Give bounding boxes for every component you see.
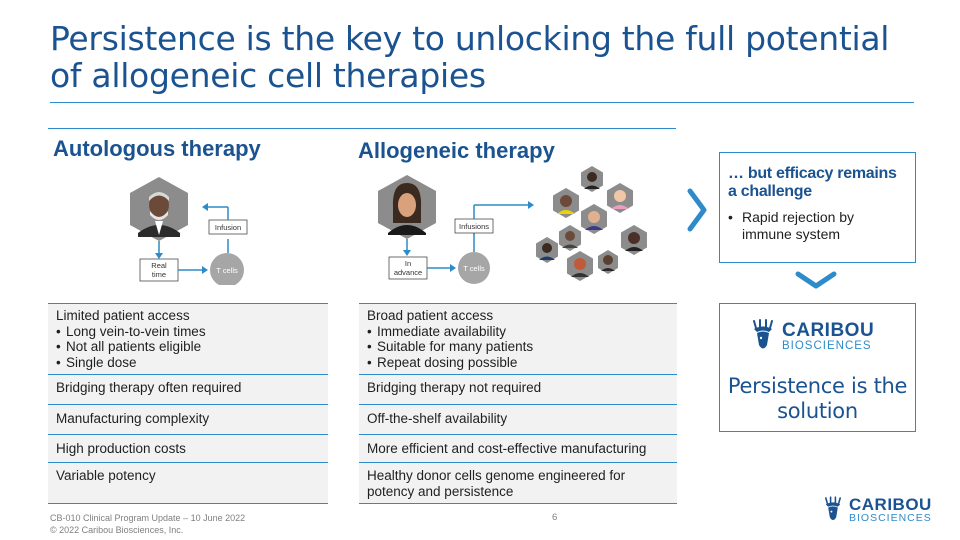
table-row: Off-the-shelf availability — [359, 404, 677, 434]
challenge-heading: … but efficacy remains a challenge — [728, 165, 897, 200]
table-row: Bridging therapy often required — [48, 374, 328, 404]
allogeneic-table: Broad patient access Immediate availabil… — [359, 303, 677, 504]
solution-box: CARIBOU BIOSCIENCES Persistence is the s… — [719, 303, 916, 432]
table-row: Variable potency — [48, 462, 328, 504]
row-main-text: Broad patient access — [367, 308, 494, 323]
row-main-text: Off-the-shelf availability — [367, 411, 508, 426]
table-row: More efficient and cost-effective manufa… — [359, 434, 677, 462]
page-number: 6 — [552, 512, 558, 523]
title-divider — [50, 102, 914, 103]
allogeneic-heading: Allogeneic therapy — [358, 138, 555, 163]
autologous-table: Limited patient access Long vein-to-vein… — [48, 303, 328, 504]
allogeneic-diagram: In advance T cells Infusions — [378, 166, 647, 284]
row-main-text: Bridging therapy often required — [56, 380, 242, 395]
row-main-text: Manufacturing complexity — [56, 411, 210, 426]
table-row: High production costs — [48, 434, 328, 462]
solution-text: Persistence is the solution — [727, 374, 908, 423]
in-advance-label-2: advance — [394, 268, 422, 277]
chevron-down-icon — [795, 271, 837, 289]
patients-group-icon — [536, 166, 647, 281]
autologous-diagram: Real time T cells Infusion — [130, 177, 248, 285]
table-row: Manufacturing complexity — [48, 404, 328, 434]
real-time-label-1: Real — [151, 261, 167, 270]
doctor-avatar-icon — [130, 177, 188, 241]
row-main-text: More efficient and cost-effective manufa… — [367, 441, 647, 456]
row-main-text: Limited patient access — [56, 308, 190, 323]
infusion-label: Infusion — [215, 223, 241, 232]
footer-line-1: CB-010 Clinical Program Update – 10 June… — [50, 513, 246, 523]
real-time-label-2: time — [152, 270, 166, 279]
autologous-heading: Autologous therapy — [53, 136, 261, 161]
woman-donor-avatar-icon — [378, 175, 436, 239]
logo-text-biosciences: BIOSCIENCES — [849, 512, 932, 524]
list-item: Not all patients eligible — [56, 339, 320, 355]
slide-title: Persistence is the key to unlocking the … — [50, 19, 890, 95]
caribou-logo-icon — [753, 319, 773, 349]
tcells-circle — [458, 252, 490, 284]
challenge-box: … but efficacy remains a challenge Rapid… — [719, 152, 916, 263]
in-advance-label-1: In — [405, 259, 411, 268]
caribou-logo: CARIBOU BIOSCIENCES — [748, 319, 874, 353]
columns-top-divider — [48, 128, 676, 129]
caribou-logo-icon — [825, 496, 841, 520]
logo-text-caribou: CARIBOU — [782, 319, 875, 341]
table-row: Healthy donor cells genome engineered fo… — [359, 462, 677, 504]
chevron-right-icon — [687, 188, 707, 232]
footer-caribou-logo: CARIBOU BIOSCIENCES — [821, 496, 932, 524]
list-item: Long vein-to-vein times — [56, 324, 320, 340]
logo-text-caribou: CARIBOU — [849, 495, 932, 514]
table-row: Limited patient access Long vein-to-vein… — [48, 303, 328, 374]
table-row: Bridging therapy not required — [359, 374, 677, 404]
row-main-text: Bridging therapy not required — [367, 380, 542, 395]
challenge-bullet: Rapid rejection by immune system — [728, 209, 907, 243]
row-main-text: Variable potency — [56, 468, 156, 483]
list-item: Repeat dosing possible — [367, 355, 669, 371]
tcells-label: T cells — [216, 266, 238, 275]
logo-text-biosciences: BIOSCIENCES — [782, 339, 872, 352]
footer-line-2: © 2022 Caribou Biosciences, Inc. — [50, 525, 184, 535]
tcells-circle — [210, 253, 244, 285]
footer-text: CB-010 Clinical Program Update – 10 June… — [50, 512, 245, 536]
list-item: Suitable for many patients — [367, 339, 669, 355]
row-main-text: Healthy donor cells genome engineered fo… — [367, 468, 626, 499]
list-item: Single dose — [56, 355, 320, 371]
row-main-text: High production costs — [56, 441, 186, 456]
infusions-label: Infusions — [459, 222, 489, 231]
tcells-label: T cells — [463, 264, 485, 273]
list-item: Immediate availability — [367, 324, 669, 340]
table-row: Broad patient access Immediate availabil… — [359, 303, 677, 374]
